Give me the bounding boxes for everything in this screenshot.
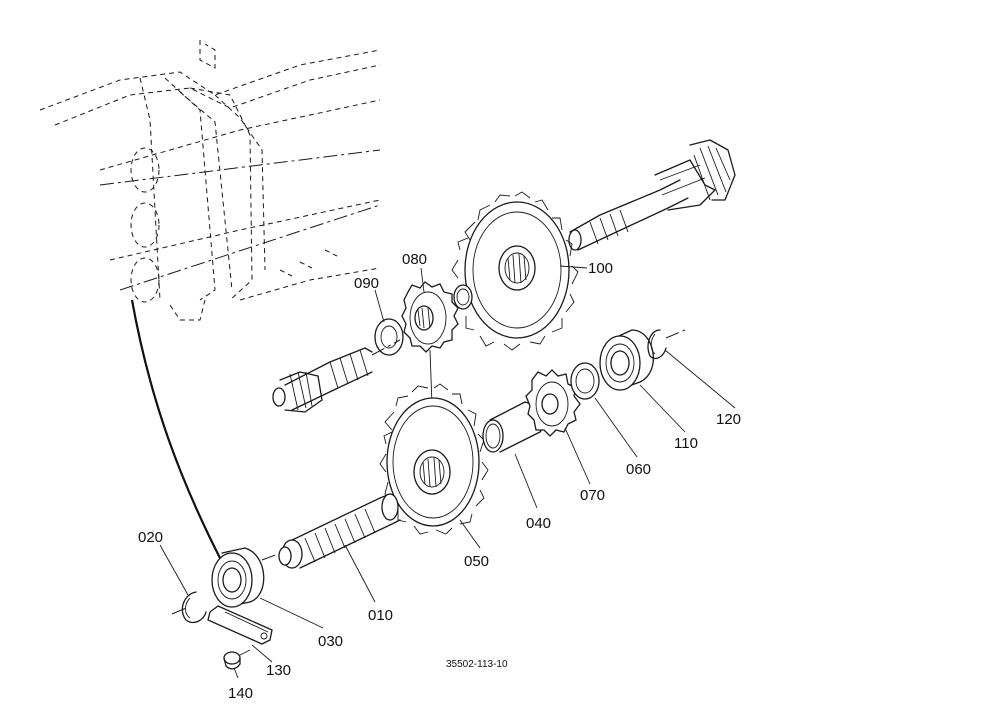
collar-060: [570, 362, 600, 400]
label-060: 060: [626, 461, 651, 478]
label-070: 070: [580, 487, 605, 504]
label-120: 120: [716, 411, 741, 428]
part-labels: 100 080 090 120 110 060 070 040 050 010 …: [138, 251, 741, 702]
label-010: 010: [368, 607, 393, 624]
plate-130: [207, 605, 273, 645]
gear-080: [401, 281, 459, 353]
label-090: 090: [354, 275, 379, 292]
transmission-case-outline: [39, 40, 381, 321]
bearing-110: [599, 329, 654, 391]
circlip-120: [647, 329, 686, 360]
bearing-030: [211, 547, 265, 608]
label-040: 040: [526, 515, 551, 532]
countershaft: [272, 339, 401, 413]
shaft-010: [261, 493, 401, 569]
sleeve-040: [482, 401, 543, 453]
label-100: 100: [588, 260, 613, 277]
gear-050: [379, 383, 489, 535]
drawing-number: 35502-113-10: [446, 659, 508, 670]
label-110: 110: [674, 435, 698, 452]
label-140: 140: [228, 685, 253, 702]
leader-lines: [159, 265, 736, 679]
assembly-leader-line: [130, 299, 223, 563]
label-030: 030: [318, 633, 343, 650]
label-080: 080: [402, 251, 427, 268]
gear-100: [451, 191, 579, 351]
gear-070: [525, 369, 581, 437]
label-020: 020: [138, 529, 163, 546]
bolt-140: [223, 649, 251, 670]
label-130: 130: [266, 662, 291, 679]
circlip-020: [171, 591, 207, 624]
washer-090: [374, 318, 404, 356]
label-050: 050: [464, 553, 489, 570]
